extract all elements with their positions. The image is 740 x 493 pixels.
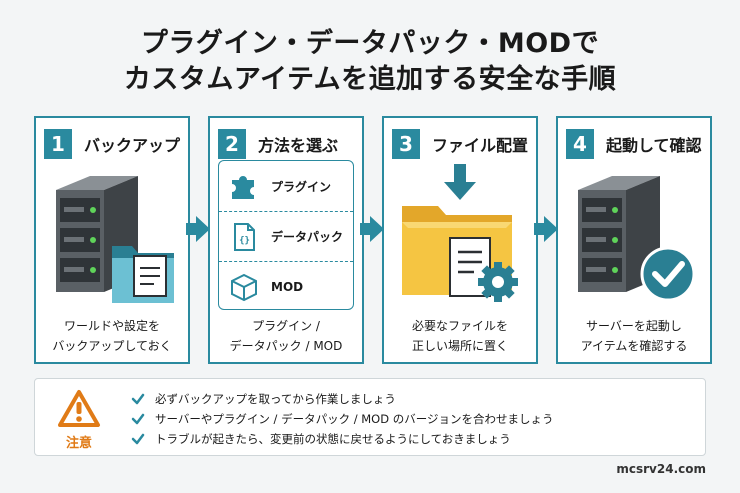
step-2-card: 2 方法を選ぶ プラグイン {} データパック MOD [208, 116, 364, 364]
step-1-caption: ワールドや設定を バックアップしておく [36, 316, 188, 356]
step-4-header: 4 起動して確認 [566, 128, 706, 160]
choice-mod-label: MOD [271, 279, 304, 294]
caution-item-text: サーバーやプラグイン / データパック / MOD のバージョンを合わせましょう [155, 412, 554, 426]
choice-datapack: {} データパック [219, 211, 353, 261]
arrow-right-icon [534, 216, 558, 242]
code-file-icon: {} [234, 222, 255, 251]
caution-item: サーバーやプラグイン / データパック / MOD のバージョンを合わせましょう [131, 409, 701, 429]
step-4-card: 4 起動して確認 サーバーを起動し アイテムを確認する [556, 116, 712, 364]
caution-label: 注意 [65, 436, 92, 451]
step-4-caption: サーバーを起動し アイテムを確認する [558, 316, 710, 356]
step-3-number: 3 [392, 129, 420, 159]
caution-badge: 注意 [57, 389, 101, 451]
warning-icon [58, 390, 100, 427]
step-2-caption-line: プラグイン / [252, 319, 320, 333]
caution-item-text: トラブルが起きたら、変更前の状態に戻せるようにしておきましょう [155, 432, 511, 446]
caution-item-text: 必ずバックアップを取ってから作業しましょう [155, 392, 396, 406]
choice-plugin: プラグイン [219, 161, 353, 211]
caution-item: 必ずバックアップを取ってから作業しましょう [131, 389, 701, 409]
step-1-caption-line: バックアップしておく [52, 339, 172, 353]
step-3-caption: 必要なファイルを 正しい場所に置く [384, 316, 536, 356]
choice-datapack-label: データパック [271, 230, 344, 244]
step-1-label: バックアップ [84, 136, 181, 155]
site-credit: mcsrv24.com [616, 462, 706, 476]
step-2-header: 2 方法を選ぶ [218, 128, 358, 160]
step-4-number: 4 [566, 129, 594, 159]
choice-mod: MOD [219, 261, 353, 309]
check-icon [131, 433, 145, 445]
method-choices: プラグイン {} データパック MOD [218, 160, 354, 310]
step-2-caption-line: データパック / MOD [229, 339, 343, 353]
check-icon [131, 393, 145, 405]
step-3-header: 3 ファイル配置 [392, 128, 532, 160]
caution-box: 注意 必ずバックアップを取ってから作業しましょう サーバーやプラグイン / デー… [34, 378, 706, 456]
arrow-right-icon [360, 216, 384, 242]
choice-plugin-label: プラグイン [271, 179, 332, 194]
step-2-label: 方法を選ぶ [258, 136, 339, 155]
step-3-card: 3 ファイル配置 必要なファイルを 正しい場所に置く [382, 116, 538, 364]
step-1-number: 1 [44, 129, 72, 159]
caution-item: トラブルが起きたら、変更前の状態に戻せるようにしておきましょう [131, 429, 701, 449]
step-3-label: ファイル配置 [432, 136, 529, 155]
step-3-caption-line: 正しい場所に置く [411, 339, 508, 353]
svg-text:{}: {} [239, 236, 250, 246]
check-icon [131, 413, 145, 425]
puzzle-icon [232, 176, 254, 199]
server-backup-icon [56, 176, 174, 303]
step-4-label: 起動して確認 [606, 136, 702, 155]
title-line-1: プラグイン・データパック・MODで [140, 28, 600, 59]
step-2-caption: プラグイン / データパック / MOD [210, 316, 362, 356]
folder-placement-icon [402, 164, 518, 302]
caution-list: 必ずバックアップを取ってから作業しましょう サーバーやプラグイン / データパッ… [131, 389, 701, 449]
step-4-caption-line: アイテムを確認する [580, 339, 688, 353]
step-3-caption-line: 必要なファイルを [411, 319, 508, 333]
step-2-number: 2 [218, 129, 246, 159]
step-1-card: 1 バックアップ ワールドや設定を バックアップしておく [34, 116, 190, 364]
step-1-caption-line: ワールドや設定を [63, 319, 160, 333]
page-title: プラグイン・データパック・MODで カスタムアイテムを追加する安全な手順 [0, 26, 740, 98]
server-check-icon [578, 176, 696, 302]
step-1-header: 1 バックアップ [44, 128, 184, 160]
title-line-2: カスタムアイテムを追加する安全な手順 [123, 64, 617, 95]
step-4-caption-line: サーバーを起動し [586, 319, 682, 333]
cube-icon [231, 273, 257, 301]
arrow-right-icon [186, 216, 210, 242]
